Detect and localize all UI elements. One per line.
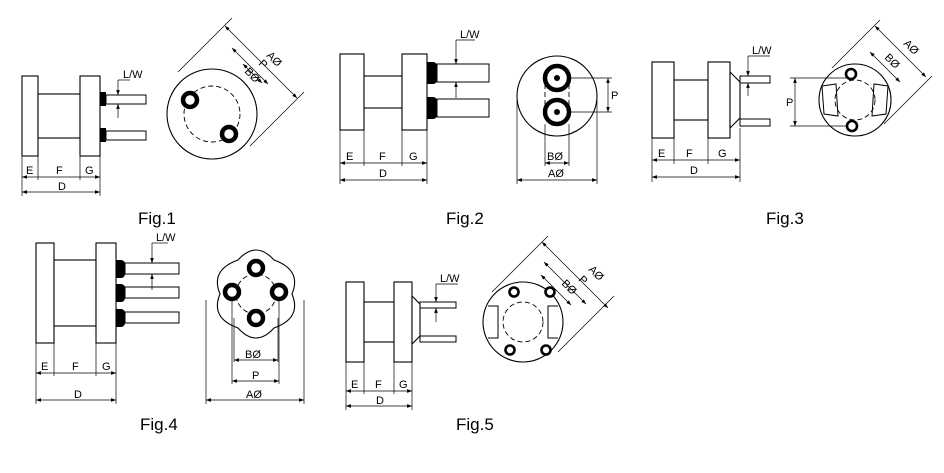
fig2-dim-lw: L/W [460, 29, 480, 41]
fig3-dim-f: F [686, 148, 693, 160]
fig5-side-view: E F G D L/W [345, 273, 460, 410]
fig3-dim-b: BØ [882, 52, 902, 72]
fig1-end-view: AØ BØ P [166, 17, 305, 160]
fig5-dim-f: F [375, 379, 382, 391]
fig1-dim-g: G [85, 165, 94, 177]
fig5-dim-p: P [576, 274, 590, 288]
fig2: E F G D L/W P BØ AØ [339, 29, 618, 228]
fig1-caption: Fig.1 [138, 209, 176, 228]
fig3-dim-d: D [690, 165, 698, 177]
fig4-dim-p: P [252, 370, 259, 382]
fig4-caption: Fig.4 [140, 415, 178, 434]
fig2-dim-f: F [379, 151, 386, 163]
fig1-dim-lw: L/W [123, 69, 143, 81]
fig4-dim-g: G [102, 361, 111, 373]
fig4-end-view: BØ P AØ [205, 249, 305, 404]
fig3-caption: Fig.3 [766, 209, 804, 228]
fig4: E F G D L/W BØ P AØ [35, 232, 305, 434]
fig2-end-view: P BØ AØ [516, 55, 618, 184]
fig2-dim-g: G [409, 151, 418, 163]
fig3: E F G D L/W P AØ BØ Fig.3 [651, 19, 933, 228]
fig3-dim-g: G [718, 148, 727, 160]
fig2-caption: Fig.2 [446, 209, 484, 228]
fig3-dim-p: P [786, 97, 793, 109]
fig1-dim-d: D [58, 181, 66, 193]
fig4-dim-lw: L/W [156, 232, 176, 244]
fig4-dim-a: AØ [246, 389, 262, 401]
fig5-dim-g: G [399, 379, 408, 391]
fig1-dim-f: F [56, 165, 63, 177]
fig2-dim-b: BØ [547, 151, 563, 163]
fig4-dim-e: E [41, 361, 48, 373]
fig3-dim-e: E [658, 148, 665, 160]
fig5-end-view: AØ P BØ [482, 235, 615, 363]
fig4-side-view: E F G D L/W [35, 232, 180, 404]
fig2-side-view: E F G D L/W [339, 29, 490, 184]
fig5-dim-b: BØ [559, 278, 579, 298]
fig1: E F G D L/W AØ BØ P Fig.1 [21, 17, 305, 228]
fig1-side-view: E F G D L/W [21, 69, 147, 196]
fig1-dim-p: P [256, 58, 270, 72]
fig5-dim-lw: L/W [440, 273, 460, 285]
fig5-dim-e: E [351, 379, 358, 391]
fig5-caption: Fig.5 [456, 415, 494, 434]
fig2-dim-d: D [379, 168, 387, 180]
fig5-dim-d: D [376, 395, 384, 407]
fig3-end-view: P AØ BØ [786, 19, 933, 137]
fig4-dim-f: F [72, 361, 79, 373]
fig3-dim-lw: L/W [752, 45, 772, 57]
fig4-dim-b: BØ [245, 349, 261, 361]
fig5: E F G D L/W AØ P BØ Fig.5 [345, 235, 615, 434]
fig2-dim-p: P [611, 90, 618, 102]
fig2-dim-e: E [346, 151, 353, 163]
fig5-dim-a: AØ [586, 264, 606, 284]
fig1-dim-e: E [26, 165, 33, 177]
fig2-dim-a: AØ [548, 168, 564, 180]
fig3-side-view: E F G D L/W [651, 45, 772, 182]
fig4-dim-d: D [74, 389, 82, 401]
